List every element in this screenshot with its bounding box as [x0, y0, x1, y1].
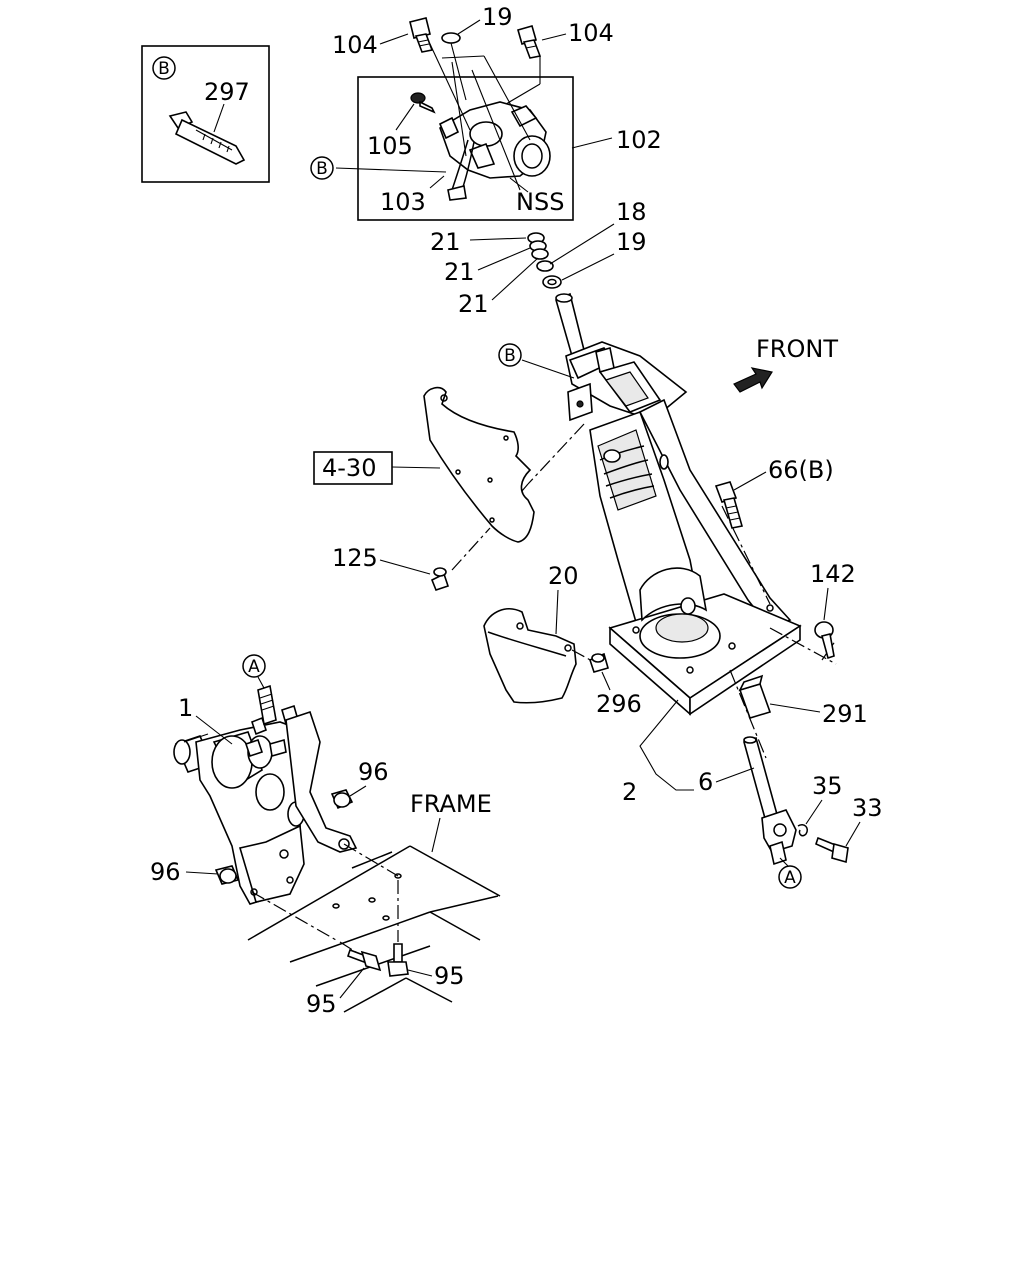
callout-1: 1 [178, 694, 193, 722]
callout-2: 2 [622, 778, 637, 806]
callout-296: 296 [596, 690, 642, 718]
callout-21-a: 21 [430, 228, 461, 256]
nut-96-left [214, 865, 240, 885]
clip-291 [738, 674, 772, 719]
cover-20 [483, 608, 577, 704]
callout-104-right: 104 [568, 19, 614, 47]
callout-6: 6 [698, 768, 713, 796]
callout-20: 20 [548, 562, 579, 590]
shaft-6 [743, 736, 797, 866]
bolt-95-right [387, 943, 409, 977]
callout-291: 291 [822, 700, 868, 728]
clip-125 [430, 567, 450, 591]
bolt-33 [815, 836, 849, 864]
switch-assembly-102 [335, 17, 613, 221]
frame-rail [247, 843, 501, 1013]
circled-ref-a-joint: A [784, 868, 796, 888]
front-label: FRONT [756, 335, 838, 363]
column-cover-4-30 [423, 386, 535, 543]
circled-ref-b-column: B [504, 346, 516, 366]
screw-105 [410, 92, 436, 114]
front-arrow-icon [733, 367, 773, 393]
bolt-66b [714, 481, 744, 529]
bolt-95-left [346, 948, 382, 972]
clip-296 [589, 652, 609, 673]
clip-35 [797, 823, 809, 837]
bolt-104-right [517, 25, 542, 59]
callout-nss: NSS [516, 188, 564, 216]
callout-104-left: 104 [332, 31, 378, 59]
steering-column-2 [491, 292, 837, 759]
nut-96-right [330, 789, 354, 810]
callout-96-left: 96 [150, 858, 181, 886]
callout-95-left: 95 [306, 990, 337, 1018]
circled-ref-b-102: B [316, 159, 328, 179]
callout-103: 103 [380, 188, 426, 216]
callout-125: 125 [332, 544, 378, 572]
callout-19-top: 19 [482, 3, 513, 31]
callout-19-mid: 19 [616, 228, 647, 256]
callout-18: 18 [616, 198, 647, 226]
bolt-104-left [409, 17, 434, 53]
washer-19-top [441, 32, 461, 44]
screw-142 [814, 621, 835, 660]
callout-105: 105 [367, 132, 413, 160]
callout-95-right: 95 [434, 962, 465, 990]
inset-box-297: B 297 [141, 45, 270, 183]
washers-stack [527, 232, 562, 289]
callout-33: 33 [852, 794, 883, 822]
cable-tie-297 [168, 111, 246, 165]
callout-21-c: 21 [458, 290, 489, 318]
callout-35: 35 [812, 772, 843, 800]
callout-142: 142 [810, 560, 856, 588]
callout-102: 102 [616, 126, 662, 154]
callout-21-b: 21 [444, 258, 475, 286]
callout-66b: 66(B) [768, 456, 834, 484]
steering-gear-1 [173, 684, 358, 905]
callout-297: 297 [204, 78, 250, 106]
circled-ref-b-inset: B [158, 59, 170, 79]
callout-4-30: 4-30 [322, 454, 376, 482]
circled-ref-a-gear: A [248, 657, 260, 677]
callout-96-right: 96 [358, 758, 389, 786]
frame-label: FRAME [410, 790, 492, 818]
